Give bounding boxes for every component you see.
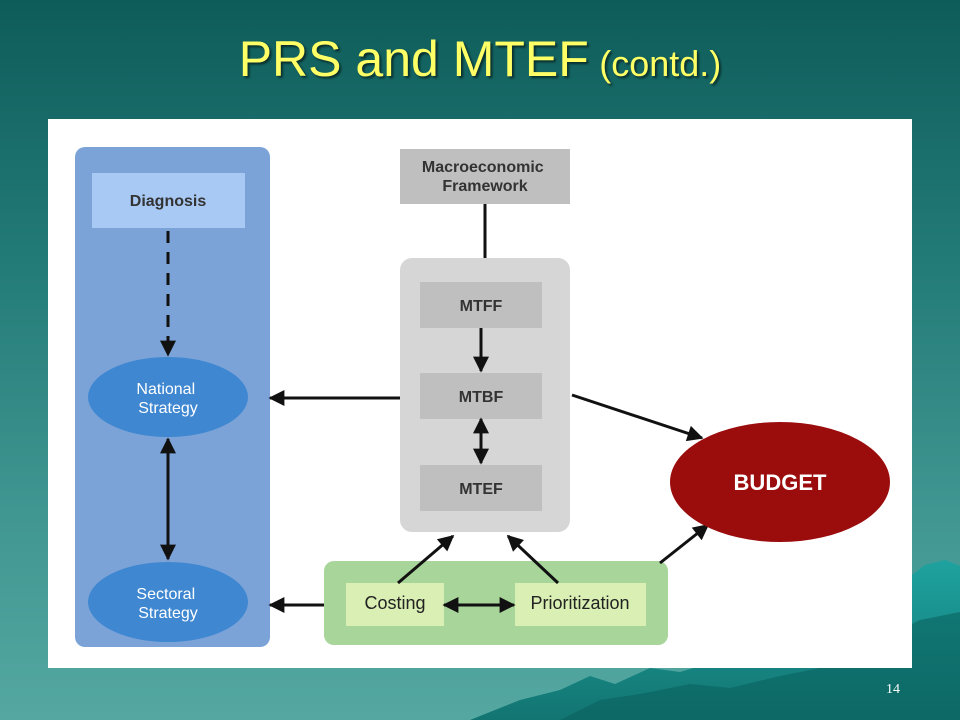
slide-title-main: PRS and MTEF — [238, 31, 589, 87]
macroeconomic-framework-label: Macroeconomic Framework — [422, 159, 548, 195]
national-strategy-node — [88, 357, 248, 437]
prioritization-label: Prioritization — [530, 593, 629, 613]
mtbf-label: MTBF — [459, 389, 504, 406]
costing-box — [346, 583, 444, 626]
costing-group-to-budget-arrow — [659, 523, 710, 565]
diagnosis-label: Diagnosis — [130, 193, 207, 210]
mtef-box — [420, 465, 542, 511]
sectoral-strategy-line1: Sectoral — [136, 586, 195, 603]
prioritization-box — [515, 583, 646, 626]
mtff-box — [420, 282, 542, 328]
diagram-panel: Diagnosis National Strategy Sectoral Str… — [48, 119, 912, 668]
macro-line2: Framework — [442, 178, 527, 195]
mtef-to-budget-arrow — [571, 393, 704, 442]
slide-title: PRS and MTEF (contd.) — [0, 34, 960, 84]
sectoral-strategy-node — [88, 562, 248, 642]
diagram-canvas: Diagnosis National Strategy Sectoral Str… — [75, 147, 890, 647]
sectoral-strategy-label: Sectoral Strategy — [136, 586, 199, 622]
mtff-label: MTFF — [460, 298, 503, 315]
slide-title-suffix: (contd.) — [599, 43, 722, 84]
macroeconomic-framework-box — [400, 149, 570, 204]
prioritization-to-mtef-arrow — [506, 534, 560, 585]
mtef-label: MTEF — [459, 481, 503, 498]
national-strategy-label: National Strategy — [136, 381, 199, 417]
budget-label: BUDGET — [734, 470, 827, 495]
mtbf-box — [420, 373, 542, 419]
national-strategy-line1: National — [136, 381, 195, 398]
costing-to-mtef-arrow — [397, 534, 455, 585]
page-number: 14 — [886, 682, 900, 697]
national-strategy-line2: Strategy — [138, 400, 198, 417]
costing-label: Costing — [364, 593, 425, 613]
diagnosis-box — [92, 173, 245, 228]
sectoral-strategy-line2: Strategy — [138, 605, 198, 622]
budget-node — [670, 422, 890, 542]
macro-line1: Macroeconomic — [422, 159, 544, 176]
